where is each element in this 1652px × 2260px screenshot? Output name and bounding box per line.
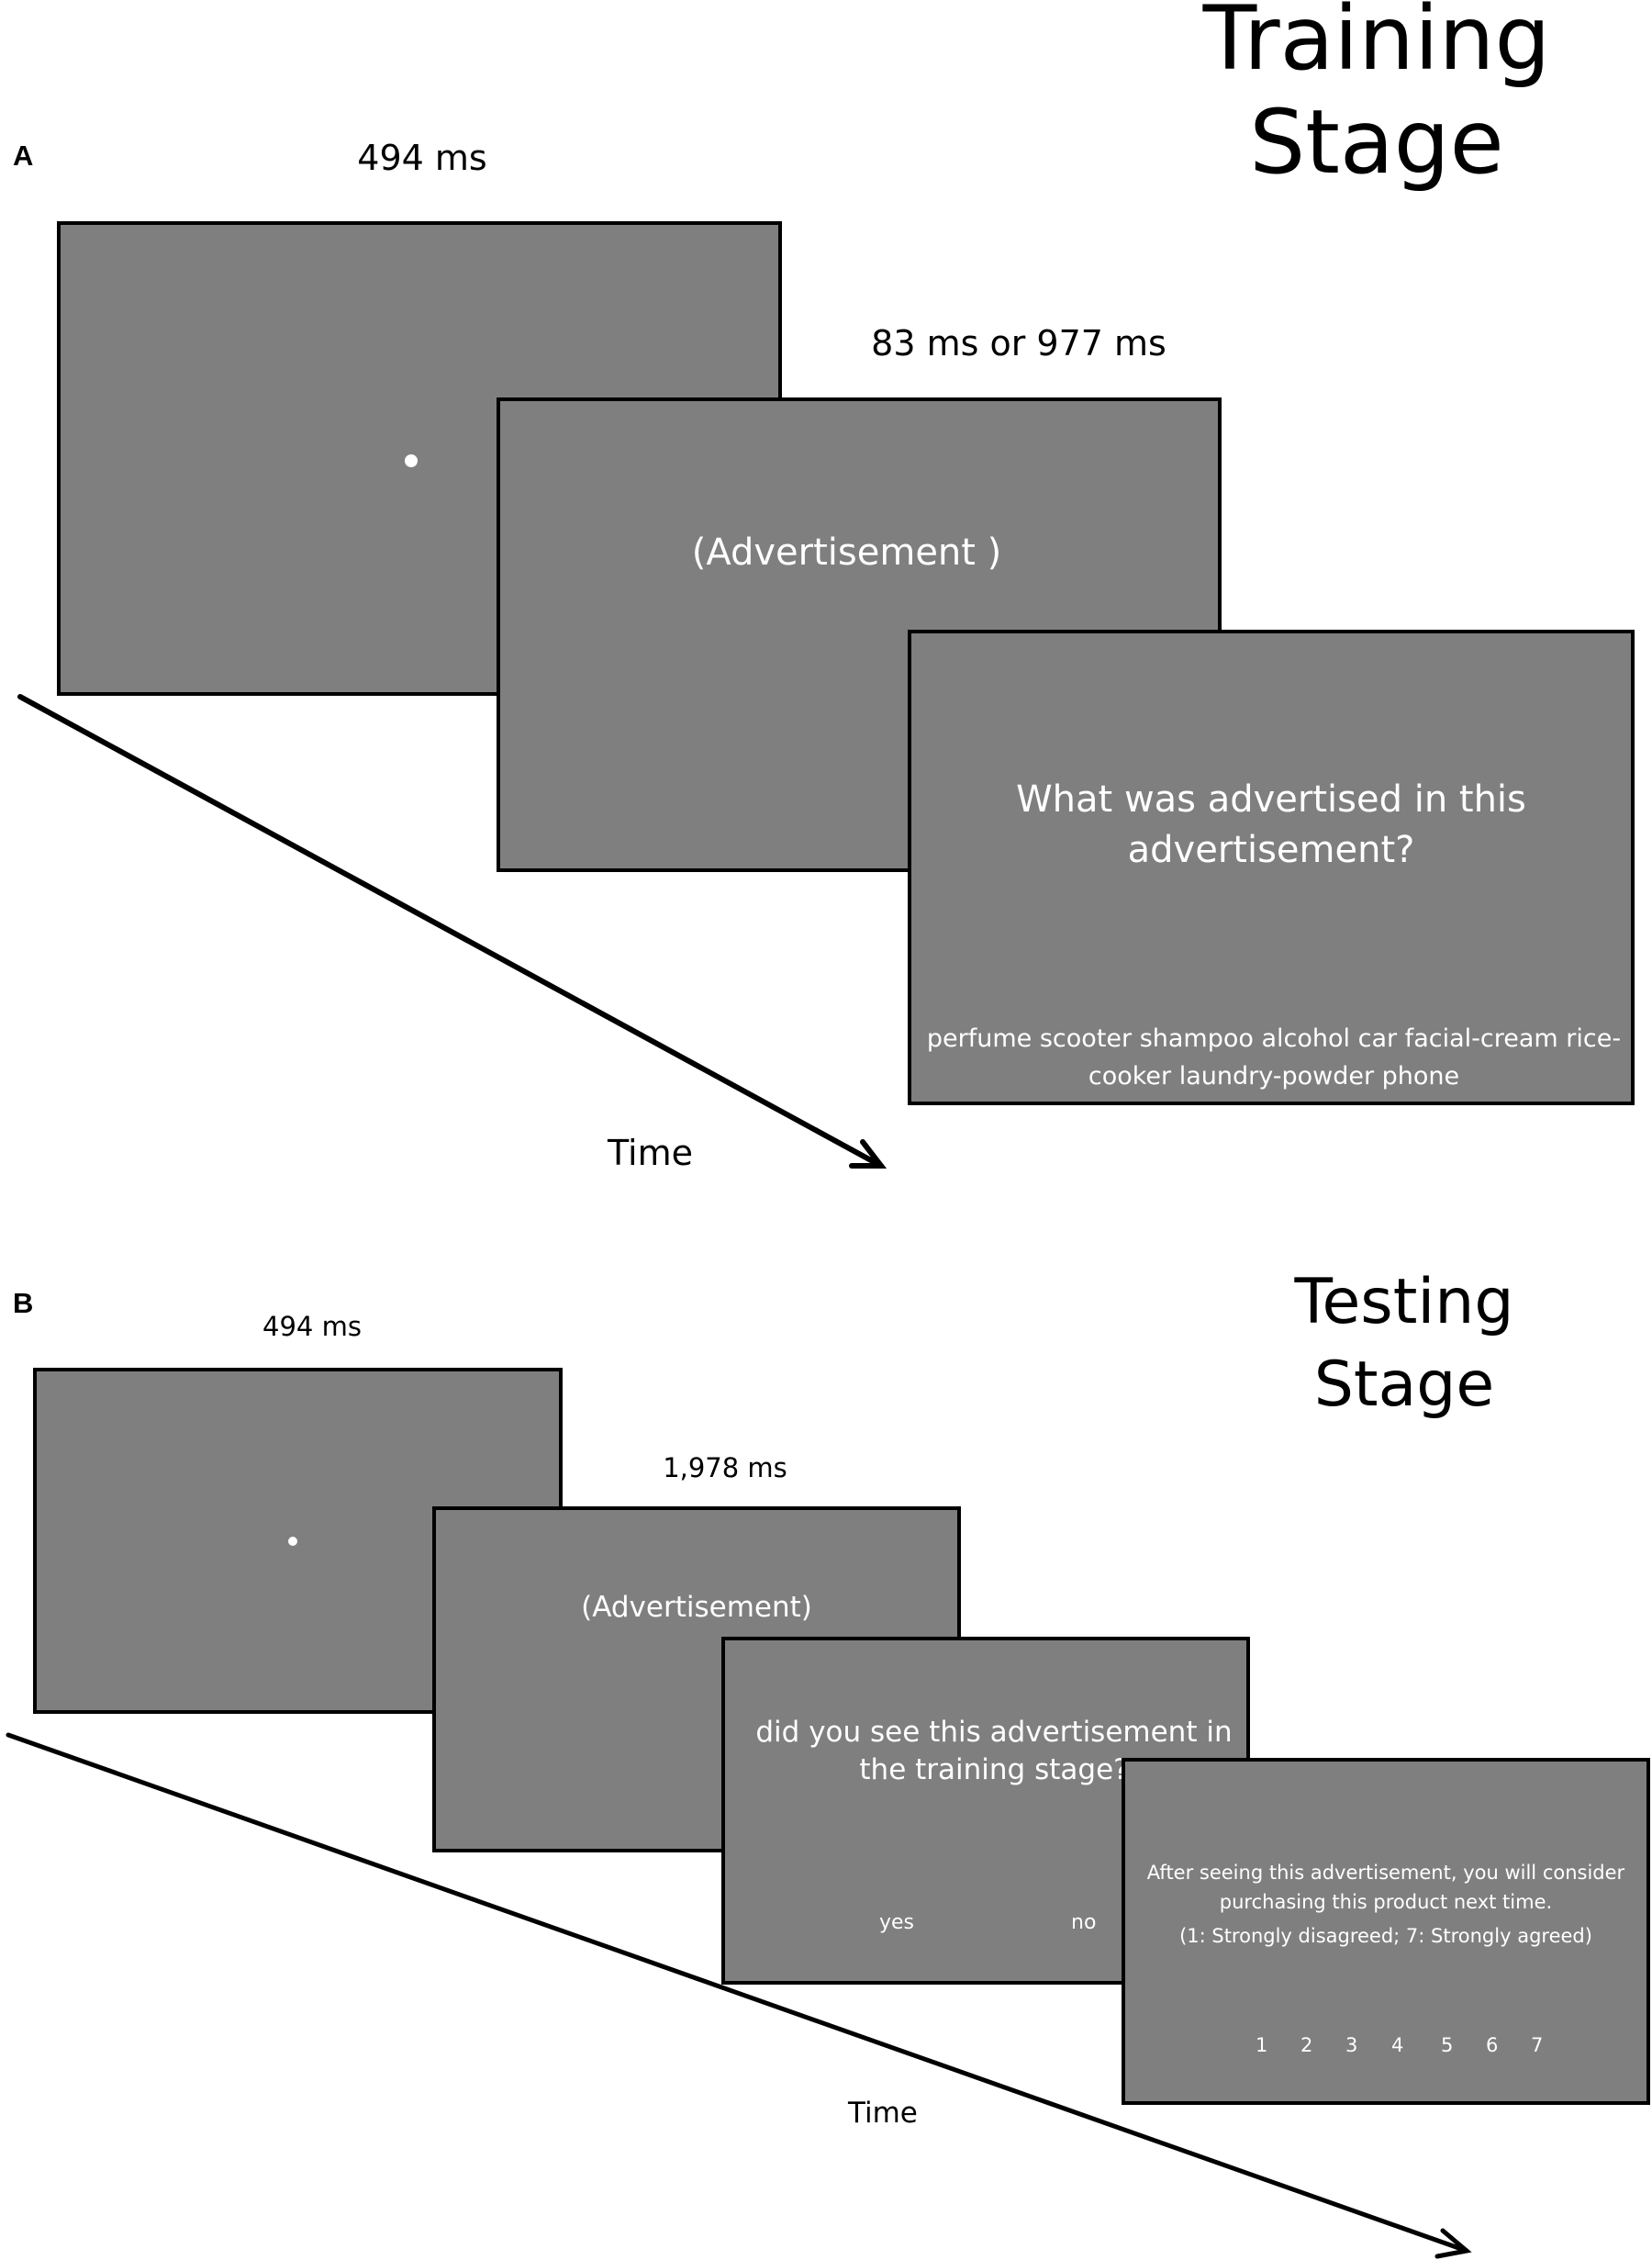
panel-a-stage-title-line1: Training xyxy=(1202,0,1551,90)
rating-option: 5 xyxy=(1441,2034,1454,2056)
rating-option: 4 xyxy=(1391,2034,1404,2056)
panel-b-time-label: Time xyxy=(848,2097,918,2130)
panel-b-letter: B xyxy=(13,1287,34,1319)
panel-a-time-label: Time xyxy=(608,1133,693,1173)
fixation-dot xyxy=(405,454,418,467)
panel-b-stage-title-line1: Testing xyxy=(1294,1266,1514,1338)
rating-option: 2 xyxy=(1300,2034,1313,2056)
panel-b-stage-title-line2: Stage xyxy=(1313,1348,1495,1421)
panel-b-rating-line1: After seeing this advertisement, you wil… xyxy=(1146,1862,1625,1884)
panel-a-question-line1: What was advertised in this xyxy=(1016,778,1526,821)
panel-a-question: What was advertised in this advertisemen… xyxy=(911,775,1631,876)
rating-option: 6 xyxy=(1486,2034,1499,2056)
panel-b-question-line2: the training stage? xyxy=(859,1753,1129,1787)
panel-a-letter: A xyxy=(13,140,34,172)
panel-b-rating-screen: After seeing this advertisement, you wil… xyxy=(1122,1758,1650,2105)
rating-option: 7 xyxy=(1531,2034,1544,2056)
panel-b-time-arrow xyxy=(6,1732,1472,2259)
panel-a-ad-text: (Advertisement ) xyxy=(691,531,1002,574)
fixation-dot xyxy=(288,1537,297,1546)
panel-a-question-screen: What was advertised in this advertisemen… xyxy=(908,630,1635,1105)
panel-b-stage-title: Testing Stage xyxy=(1257,1261,1551,1426)
panel-a-options-line2: cooker laundry-powder phone xyxy=(1088,1061,1460,1091)
panel-b-question: did you see this advertisement in the tr… xyxy=(725,1714,1263,1789)
yes-option: yes xyxy=(879,1911,915,1934)
panel-a-options: perfume scooter shampoo alcohol car faci… xyxy=(911,1021,1636,1095)
rating-option: 1 xyxy=(1256,2034,1268,2056)
panel-b-ad-duration: 1,978 ms xyxy=(663,1452,787,1483)
panel-b-question-line1: did you see this advertisement in xyxy=(755,1716,1233,1749)
no-option: no xyxy=(1071,1911,1097,1934)
panel-a-options-line1: perfume scooter shampoo alcohol car faci… xyxy=(926,1024,1622,1053)
panel-a-stage-title: Training Stage xyxy=(1156,0,1597,196)
panel-a-question-line2: advertisement? xyxy=(1127,829,1415,872)
rating-option: 3 xyxy=(1345,2034,1358,2056)
panel-b-rating-line2: purchasing this product next time. xyxy=(1219,1890,1553,1913)
panel-a-ad-screen: (Advertisement ) xyxy=(497,397,1222,872)
panel-a-ad-duration: 83 ms or 977 ms xyxy=(871,323,1166,364)
panel-b-fixation-duration: 494 ms xyxy=(262,1311,362,1342)
panel-b-rating-scale: (1: Strongly disagreed; 7: Strongly agre… xyxy=(1179,1925,1592,1947)
panel-b-ad-text: (Advertisement) xyxy=(581,1591,812,1624)
panel-b-rating-statement: After seeing this advertisement, you wil… xyxy=(1125,1859,1646,1917)
panel-a-fixation-duration: 494 ms xyxy=(357,138,487,178)
panel-a-stage-title-line2: Stage xyxy=(1249,91,1504,195)
panel-a-time-arrow xyxy=(17,694,887,1169)
